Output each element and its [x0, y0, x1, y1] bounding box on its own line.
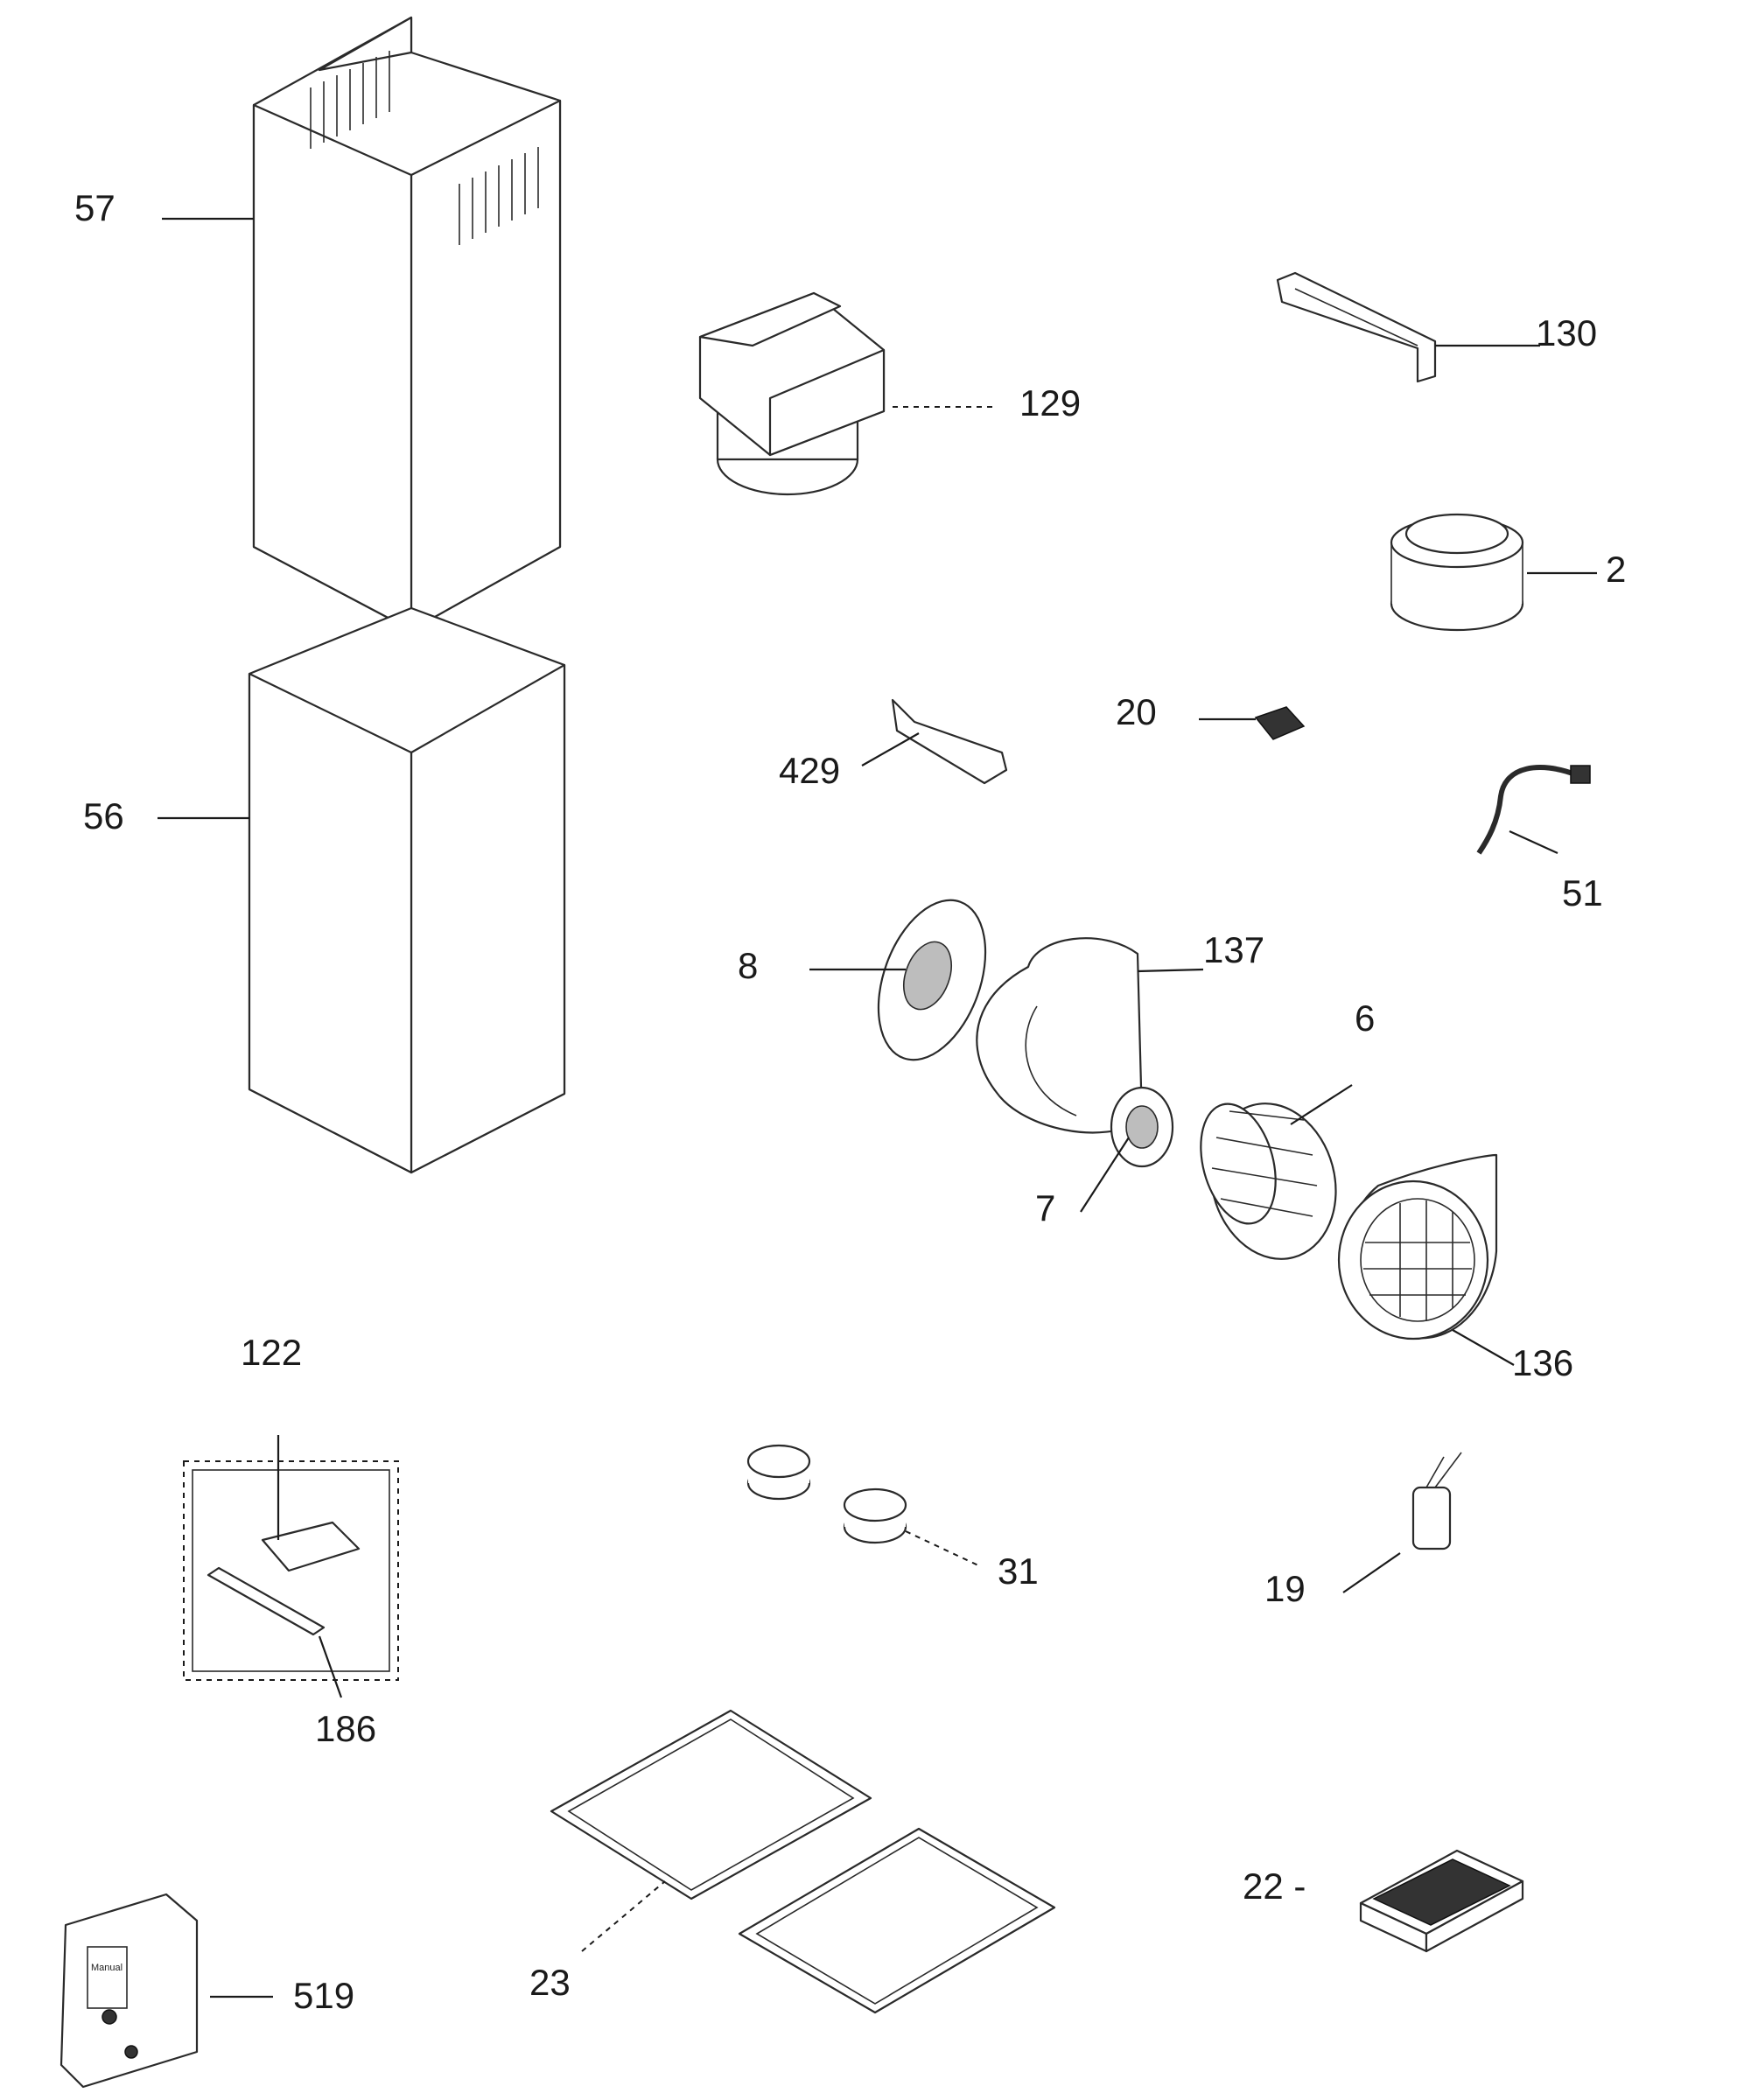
- part-22-charcoal-filter[interactable]: 22 -: [1243, 1849, 1524, 1953]
- callout-label: 57: [74, 187, 116, 228]
- callout-label: 31: [998, 1550, 1039, 1592]
- part-56-lower-chimney[interactable]: 56: [83, 606, 566, 1174]
- callout-label: 56: [83, 795, 124, 836]
- part-8-motor-plate[interactable]: 8: [738, 886, 1005, 1074]
- part-429-light-holder[interactable]: 429: [779, 698, 1008, 791]
- callout-label: 23: [529, 1962, 571, 2003]
- callout-label: 136: [1512, 1342, 1573, 1383]
- callout-label: 429: [779, 750, 840, 791]
- callout-label: 6: [1355, 998, 1375, 1039]
- part-19-capacitor[interactable]: 19: [1264, 1452, 1462, 1609]
- part-519-accessory-bag[interactable]: Manual 519: [60, 1893, 354, 2089]
- part-23-grease-filters[interactable]: 23: [529, 1709, 1056, 2014]
- callout-label: 137: [1203, 929, 1264, 970]
- part-186-control-panel[interactable]: 186: [207, 1566, 376, 1749]
- callout-label: 130: [1536, 312, 1597, 354]
- callout-label: 186: [315, 1708, 376, 1749]
- part-130-bracket[interactable]: 130: [1276, 271, 1597, 383]
- callout-label: 7: [1035, 1187, 1055, 1228]
- callout-label: 129: [1019, 382, 1081, 424]
- part-137-blower-housing[interactable]: 137: [976, 929, 1264, 1134]
- part-7-motor[interactable]: 7: [1035, 1086, 1174, 1228]
- callout-label: 22 -: [1243, 1866, 1306, 1907]
- part-31-knobs[interactable]: 31: [746, 1444, 1039, 1592]
- callout-label: 51: [1562, 872, 1603, 914]
- part-136-fan-casing[interactable]: 136: [1337, 1153, 1573, 1383]
- vent-slots-right: [459, 147, 539, 245]
- part-51-wire-harness[interactable]: 51: [1476, 765, 1603, 914]
- part-129-air-diverter[interactable]: 129: [698, 291, 1081, 496]
- manual-label: Manual: [91, 1963, 123, 1973]
- part-20-switch[interactable]: 20: [1116, 691, 1306, 740]
- callout-label: 20: [1116, 691, 1157, 732]
- part-122-control-module[interactable]: 122: [183, 1332, 399, 1681]
- callout-label: 8: [738, 945, 758, 986]
- vent-slots-left: [310, 51, 390, 149]
- callout-label: 519: [293, 1975, 354, 2016]
- callout-label: 2: [1606, 549, 1626, 590]
- part-2-duct-collar[interactable]: 2: [1390, 513, 1626, 632]
- part-6-blower-wheel[interactable]: 6: [1188, 998, 1375, 1273]
- callout-label: 19: [1264, 1568, 1306, 1609]
- callout-label: 122: [241, 1332, 302, 1373]
- part-57-upper-chimney[interactable]: 57: [74, 16, 562, 632]
